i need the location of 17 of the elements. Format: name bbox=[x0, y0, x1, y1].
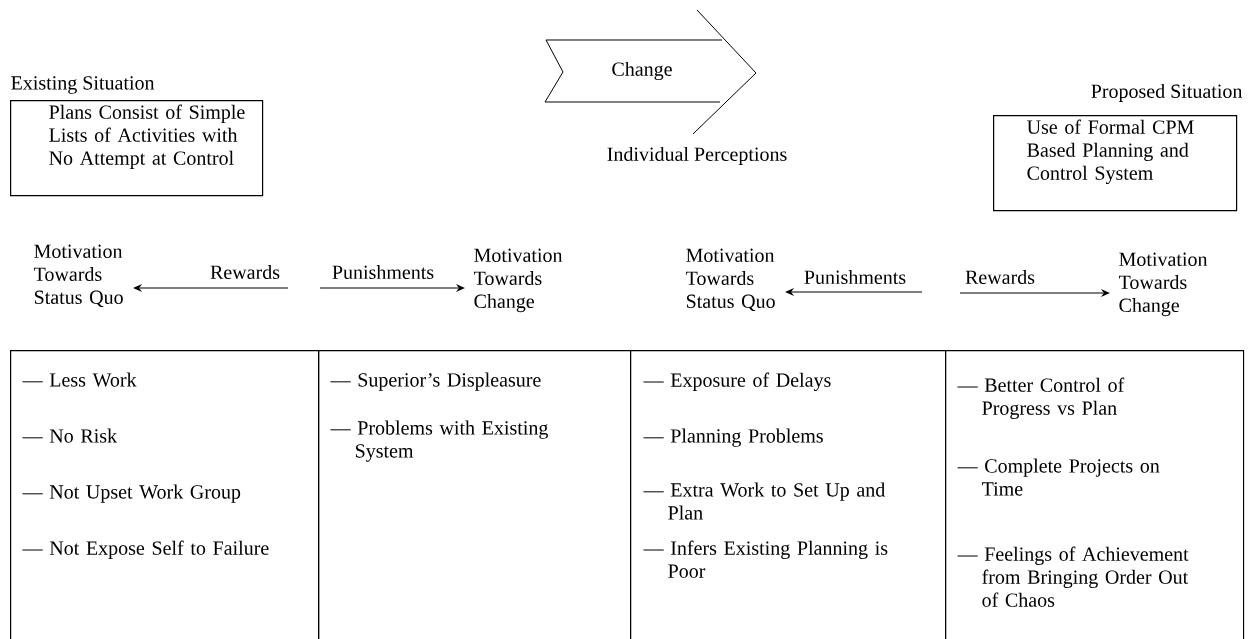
motivation-label: Motivation Towards Status Quo bbox=[33, 244, 123, 308]
box-heading: Existing Situation bbox=[11, 76, 155, 94]
motivation-label: Motivation Towards Change bbox=[1118, 252, 1208, 317]
situation-box: Use of Formal CPM Based Planning and Control System bbox=[993, 115, 1238, 212]
edge-label: Rewards bbox=[965, 269, 1035, 284]
list-column: — Exposure of Delays — Planning Problems — Extra Work to Set Up and Plan — Infers Existing Planning is Poor bbox=[630, 350, 947, 639]
node-label: Individual Perceptions bbox=[607, 146, 787, 166]
list-column: — Better Control of Progress vs Plan — Complete Projects on Time — Feelings of Achievement from Bringing Order Out of Chaos bbox=[945, 350, 1245, 639]
edge-label: Punishments bbox=[332, 264, 434, 279]
box-heading: Proposed Situation bbox=[1091, 83, 1243, 103]
list-column: — Superior’s Displeasure — Problems with Existing System bbox=[318, 350, 632, 639]
situation-box: Plans Consist of Simple Lists of Activities with No Attempt at Control bbox=[10, 100, 264, 197]
motivation-label: Motivation Towards Change bbox=[473, 248, 563, 313]
edge-label: Punishments bbox=[804, 269, 906, 284]
motivation-label: Motivation Towards Status Quo bbox=[685, 248, 775, 312]
list-column: — Less Work — No Risk — Not Upset Work Group — Not Expose Self to Failure bbox=[10, 350, 320, 639]
edge-label: Rewards bbox=[210, 264, 280, 279]
